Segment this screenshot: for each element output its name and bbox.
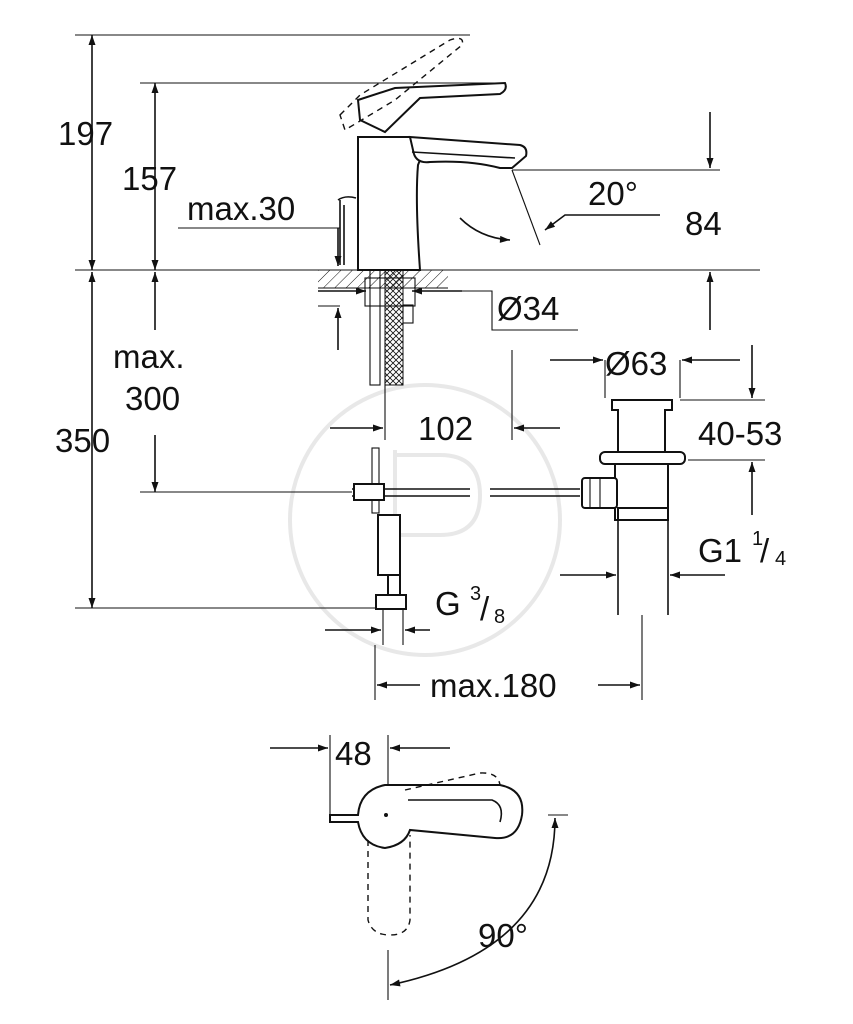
label-g114-num: 1 (752, 528, 763, 550)
top-lever-rotated (367, 835, 411, 936)
lever-open-outline (339, 37, 464, 132)
labels: 197 157 max.30 20° 84 Ø34 max. 300 350 Ø… (55, 115, 786, 954)
dim-max180 (374, 615, 643, 700)
dimension-lines (75, 34, 720, 609)
label-40-53: 40-53 (698, 415, 782, 452)
top-lever (329, 784, 524, 850)
label-157: 157 (122, 160, 177, 197)
top-lever-alt (404, 772, 501, 791)
label-g114-den: 4 (775, 548, 786, 570)
label-max300-line2: 300 (125, 380, 180, 417)
label-g38-den: 8 (494, 606, 505, 628)
label-g114: G1 1 / 4 (698, 528, 786, 570)
faucet-body (357, 136, 422, 271)
faucet-top-view (270, 735, 568, 1000)
faucet-spout (408, 135, 528, 169)
faucet-side-view (75, 37, 760, 386)
rod-clip (353, 483, 385, 501)
hose-left (369, 269, 381, 386)
label-48: 48 (335, 735, 372, 772)
hose-braided (384, 269, 404, 386)
label-g38-main: G (435, 585, 461, 622)
dim-40-53 (680, 345, 765, 515)
faucet-lever (356, 81, 507, 134)
label-102: 102 (418, 410, 473, 447)
label-g114-slash: / (760, 532, 770, 569)
label-197: 197 (58, 115, 113, 152)
label-84: 84 (685, 205, 722, 242)
label-max30: max.30 (187, 190, 295, 227)
label-dia34: Ø34 (497, 290, 559, 327)
dim-dia63 (550, 356, 740, 398)
label-max180: max.180 (430, 667, 557, 704)
connector-nut (375, 594, 407, 610)
counter-hatch (318, 270, 448, 288)
pull-rod (337, 196, 357, 265)
label-dia63: Ø63 (605, 345, 667, 382)
label-g38-num: 3 (470, 583, 481, 605)
drain-upper (611, 399, 673, 457)
label-g38-slash: / (480, 590, 490, 627)
drain-assembly (352, 399, 686, 615)
label-g114-main: G1 (698, 532, 742, 569)
supply-connector (325, 514, 430, 645)
label-max300-line1: max. (113, 338, 185, 375)
label-350: 350 (55, 422, 110, 459)
label-angle90: 90° (478, 917, 528, 954)
label-angle20: 20° (588, 175, 638, 212)
label-g38: G 3 / 8 (435, 583, 505, 628)
